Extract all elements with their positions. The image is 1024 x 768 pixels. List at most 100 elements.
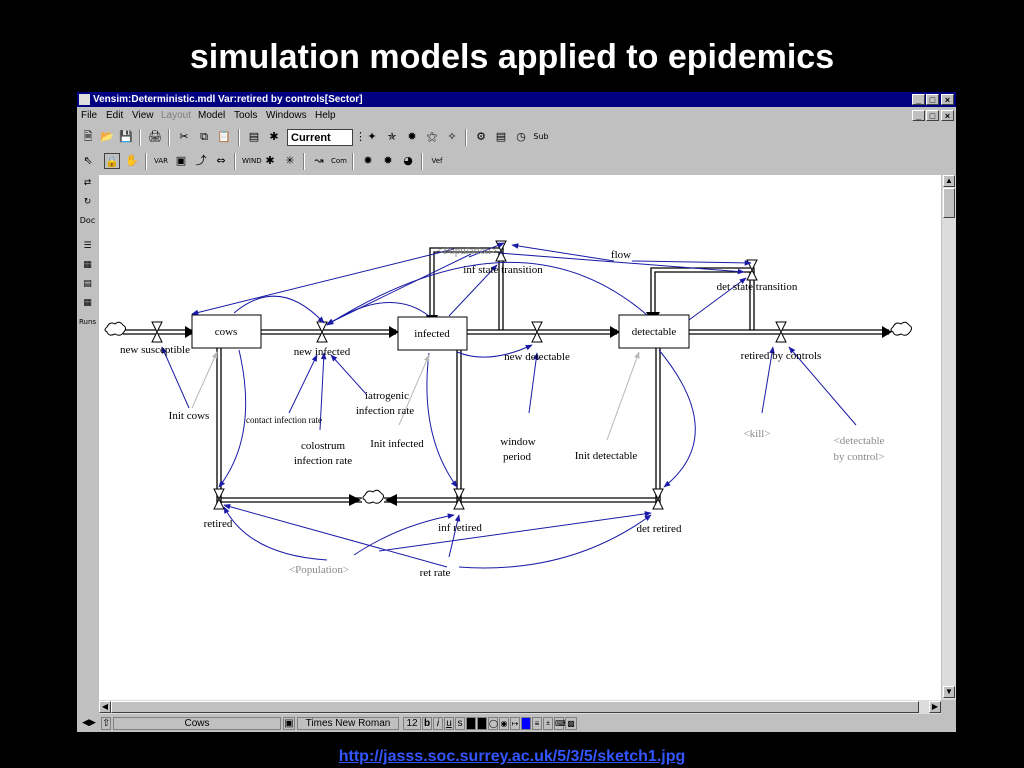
rate-tool-icon[interactable]: ⇔ [216,154,226,167]
build-window-icon[interactable]: ⚙ [476,130,486,143]
shadow-links [191,351,640,441]
pacman-tool-icon[interactable]: ◕ [403,154,413,167]
runs-compare-icon[interactable]: Runs [79,318,97,326]
synthesim-icon[interactable]: ✯ [387,130,397,143]
loops-icon[interactable]: ↻ [83,197,92,207]
causes-strip-icon[interactable]: ☰ [83,241,92,251]
comment-tool-icon[interactable]: Com [331,157,347,165]
control-panel-icon[interactable]: ▤ [248,130,260,143]
view-lock-icon[interactable]: ⇧ [101,717,111,730]
scroll-right-icon[interactable]: ▶ [929,701,941,713]
font-options-icon[interactable]: ⌨ [554,717,567,730]
vertical-scrollbar[interactable]: ▲ ▼ [942,175,956,700]
polarity-icon[interactable]: ± [543,717,553,730]
move-tool-icon[interactable]: ✋ [125,154,139,167]
shadow-variable-tool-icon[interactable]: WIND [242,157,262,165]
run-name-input[interactable] [287,129,353,146]
scroll-down-icon[interactable]: ▼ [943,686,955,698]
copy-style-icon[interactable]: ▩ [565,717,577,730]
save-model-icon[interactable]: 💾 [119,130,133,143]
arrow-style-icon[interactable]: ↦ [510,717,520,730]
shape-options-icon[interactable]: ◉ [499,717,509,730]
menu-help[interactable]: Help [315,110,336,121]
open-model-icon[interactable]: 📂 [100,130,114,143]
box-variable-tool-icon[interactable]: ▣ [175,154,187,167]
document-tool-icon[interactable]: Doc [79,216,96,225]
clock-icon[interactable]: ◷ [516,130,526,143]
view-nav-arrows-icon[interactable]: ◀▶ [79,717,99,730]
valve-new-susceptible-icon [151,321,163,343]
minimize-button[interactable]: _ [912,94,925,105]
vensim-equation-tool-icon[interactable]: Vef [431,157,443,165]
horizontal-scrollbar[interactable]: ◀ ▶ [99,700,941,714]
causes-tree-icon[interactable]: ⇄ [83,178,92,188]
shape-icon[interactable]: ◯ [488,717,498,730]
label-cows: cows [215,326,238,338]
print-icon[interactable]: 🖨 [148,130,162,143]
toolbar-separator [465,129,467,146]
pointer-tool-icon[interactable]: ⇖ [83,154,93,167]
maximize-button[interactable]: □ [926,94,939,105]
child-maximize-button[interactable]: □ [926,110,939,121]
menu-file[interactable]: File [81,110,98,121]
source-link[interactable]: http://jasss.soc.surrey.ac.uk/5/3/5/sket… [338,748,686,765]
delete-tool-icon[interactable]: ✸ [363,154,373,167]
window-titlebar[interactable]: Vensim:Deterministic.mdl Var:retired by … [77,92,956,107]
variable-tool-icon[interactable]: VAR [154,157,168,165]
lock-tool-icon[interactable]: 🔒 [104,153,120,169]
new-model-icon[interactable]: 🗎 [83,130,93,143]
sketch-comment-split-icon[interactable]: ✳ [285,154,295,167]
copy-icon[interactable]: ⧉ [200,130,208,143]
optimize-icon[interactable]: ✧ [447,130,457,143]
table-icon[interactable]: ▦ [83,298,92,308]
paste-icon[interactable]: 📋 [217,130,231,143]
input-output-tool-icon[interactable]: ✱ [265,154,275,167]
menu-windows[interactable]: Windows [266,110,307,121]
main-toolbar: 🗎 📂 💾 🖨 ✂ ⧉ 📋 ▤ ✱ ⋮ ✦ ✯ ✹ ⚝ ✧ ⚙ ▤ ◷ Sub [77,126,956,150]
window-title: Vensim:Deterministic.mdl Var:retired by … [93,94,363,105]
sub-icon[interactable]: Sub [533,132,549,141]
font-lock-icon[interactable]: ▣ [283,717,295,730]
close-button[interactable]: × [941,94,954,105]
line-width-icon[interactable]: ≡ [532,717,542,730]
font-size-selector[interactable]: 12 [403,717,421,730]
menu-tools[interactable]: Tools [234,110,258,121]
menu-model[interactable]: Model [198,110,226,121]
text-color-button[interactable] [466,717,476,730]
horizontal-scroll-thumb[interactable] [111,701,919,713]
menu-layout[interactable]: Layout [161,110,192,121]
strikethrough-button[interactable]: s [455,717,465,730]
graph-icon[interactable]: ▦ [83,260,92,270]
output-window-icon[interactable]: ▤ [495,130,507,143]
menu-edit[interactable]: Edit [106,110,124,121]
label-new-infected: new infected [294,346,351,358]
gaming-icon[interactable]: ✹ [407,130,417,143]
font-selector[interactable]: Times New Roman [297,717,399,730]
slide-title: simulation models applied to epidemics [189,38,835,76]
cut-icon[interactable]: ✂ [179,130,189,143]
scroll-left-icon[interactable]: ◀ [99,701,111,713]
sink-cloud-bottom-icon [362,489,384,504]
child-close-button[interactable]: × [941,110,954,121]
menu-view[interactable]: View [132,110,154,121]
line-color-button[interactable] [477,717,487,730]
arrow-tool-icon[interactable]: ⤴ [195,154,207,167]
scroll-up-icon[interactable]: ▲ [943,175,955,187]
equations-tool-icon[interactable]: ↝ [314,154,324,167]
explode-tool-icon[interactable]: ✹ [383,154,393,167]
fill-color-button[interactable] [521,717,531,730]
sketch-canvas[interactable]: cows infected detectable new susceptible… [99,175,941,700]
label-new-susceptible: new susceptible [120,344,190,356]
set-run-icon[interactable]: ✱ [269,130,279,143]
italic-button[interactable]: i [433,717,443,730]
view-selector[interactable]: Cows [113,717,281,730]
vertical-scroll-thumb[interactable] [943,188,955,218]
stock-cows [191,314,262,349]
bold-button[interactable]: b [422,717,432,730]
stock-detectable [618,314,690,349]
underline-button[interactable]: u [444,717,454,730]
simulate-icon[interactable]: ✦ [367,130,377,143]
reality-check-icon[interactable]: ⚝ [426,130,438,143]
table-time-down-icon[interactable]: ▤ [83,279,92,289]
child-minimize-button[interactable]: _ [912,110,925,121]
